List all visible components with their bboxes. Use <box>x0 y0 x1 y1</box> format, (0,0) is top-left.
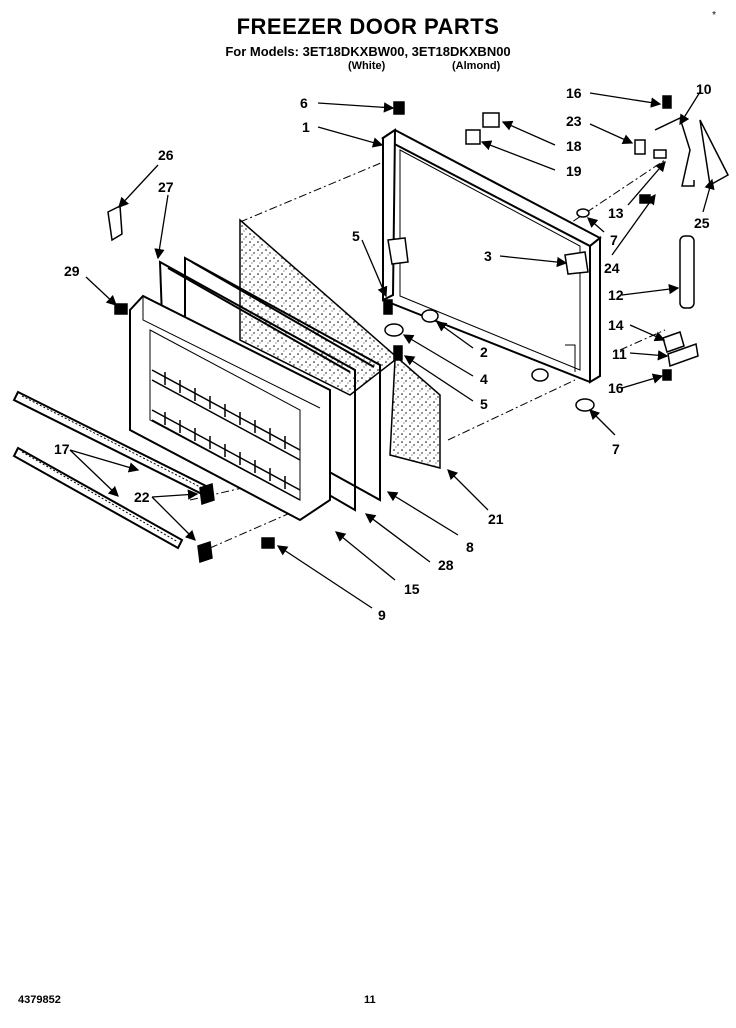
label-19: 19 <box>566 163 582 179</box>
label-15: 15 <box>404 581 420 597</box>
label-23: 23 <box>566 113 582 129</box>
label-22: 22 <box>134 489 150 505</box>
label-24: 24 <box>604 260 620 276</box>
label-4: 4 <box>480 371 488 387</box>
page-title: FREEZER DOOR PARTS <box>236 14 500 39</box>
liner-shelf-ribs <box>151 369 301 501</box>
label-5-lower: 5 <box>480 396 488 412</box>
label-9: 9 <box>378 607 386 623</box>
shelf-end-caps <box>197 482 215 564</box>
label-8: 8 <box>466 539 474 555</box>
label-7-top: 7 <box>610 232 618 248</box>
label-7-bottom: 7 <box>612 441 620 457</box>
label-25: 25 <box>694 215 710 231</box>
label-28: 28 <box>438 557 454 573</box>
star-mark: * <box>712 10 716 21</box>
bracket-26 <box>107 204 123 242</box>
part-labels: 6 1 18 19 16 10 23 13 7 24 25 3 12 14 11… <box>54 81 712 623</box>
label-14: 14 <box>608 317 624 333</box>
model-list: For Models: 3ET18DKXBW00, 3ET18DKXBN00 <box>225 44 511 59</box>
label-10: 10 <box>696 81 712 97</box>
inner-door-liner <box>129 294 331 522</box>
small-hardware <box>114 95 729 549</box>
variant-white: (White) <box>348 60 386 72</box>
label-5-upper: 5 <box>352 228 360 244</box>
label-6: 6 <box>300 95 308 111</box>
part-number: 4379852 <box>18 994 61 1006</box>
label-1: 1 <box>302 119 310 135</box>
label-16-bottom: 16 <box>608 380 624 396</box>
label-21: 21 <box>488 511 504 527</box>
label-3: 3 <box>484 248 492 264</box>
label-26: 26 <box>158 147 174 163</box>
label-13: 13 <box>608 205 624 221</box>
leader-lines <box>69 91 715 609</box>
label-27: 27 <box>158 179 174 195</box>
label-29: 29 <box>64 263 80 279</box>
label-16-top: 16 <box>566 85 582 101</box>
label-17: 17 <box>54 441 70 457</box>
outer-door-panel <box>381 128 602 384</box>
label-11: 11 <box>612 346 627 362</box>
label-12: 12 <box>608 287 624 303</box>
page-number: 11 <box>364 994 376 1006</box>
label-18: 18 <box>566 138 582 154</box>
variant-almond: (Almond) <box>452 60 501 72</box>
label-2: 2 <box>480 344 488 360</box>
